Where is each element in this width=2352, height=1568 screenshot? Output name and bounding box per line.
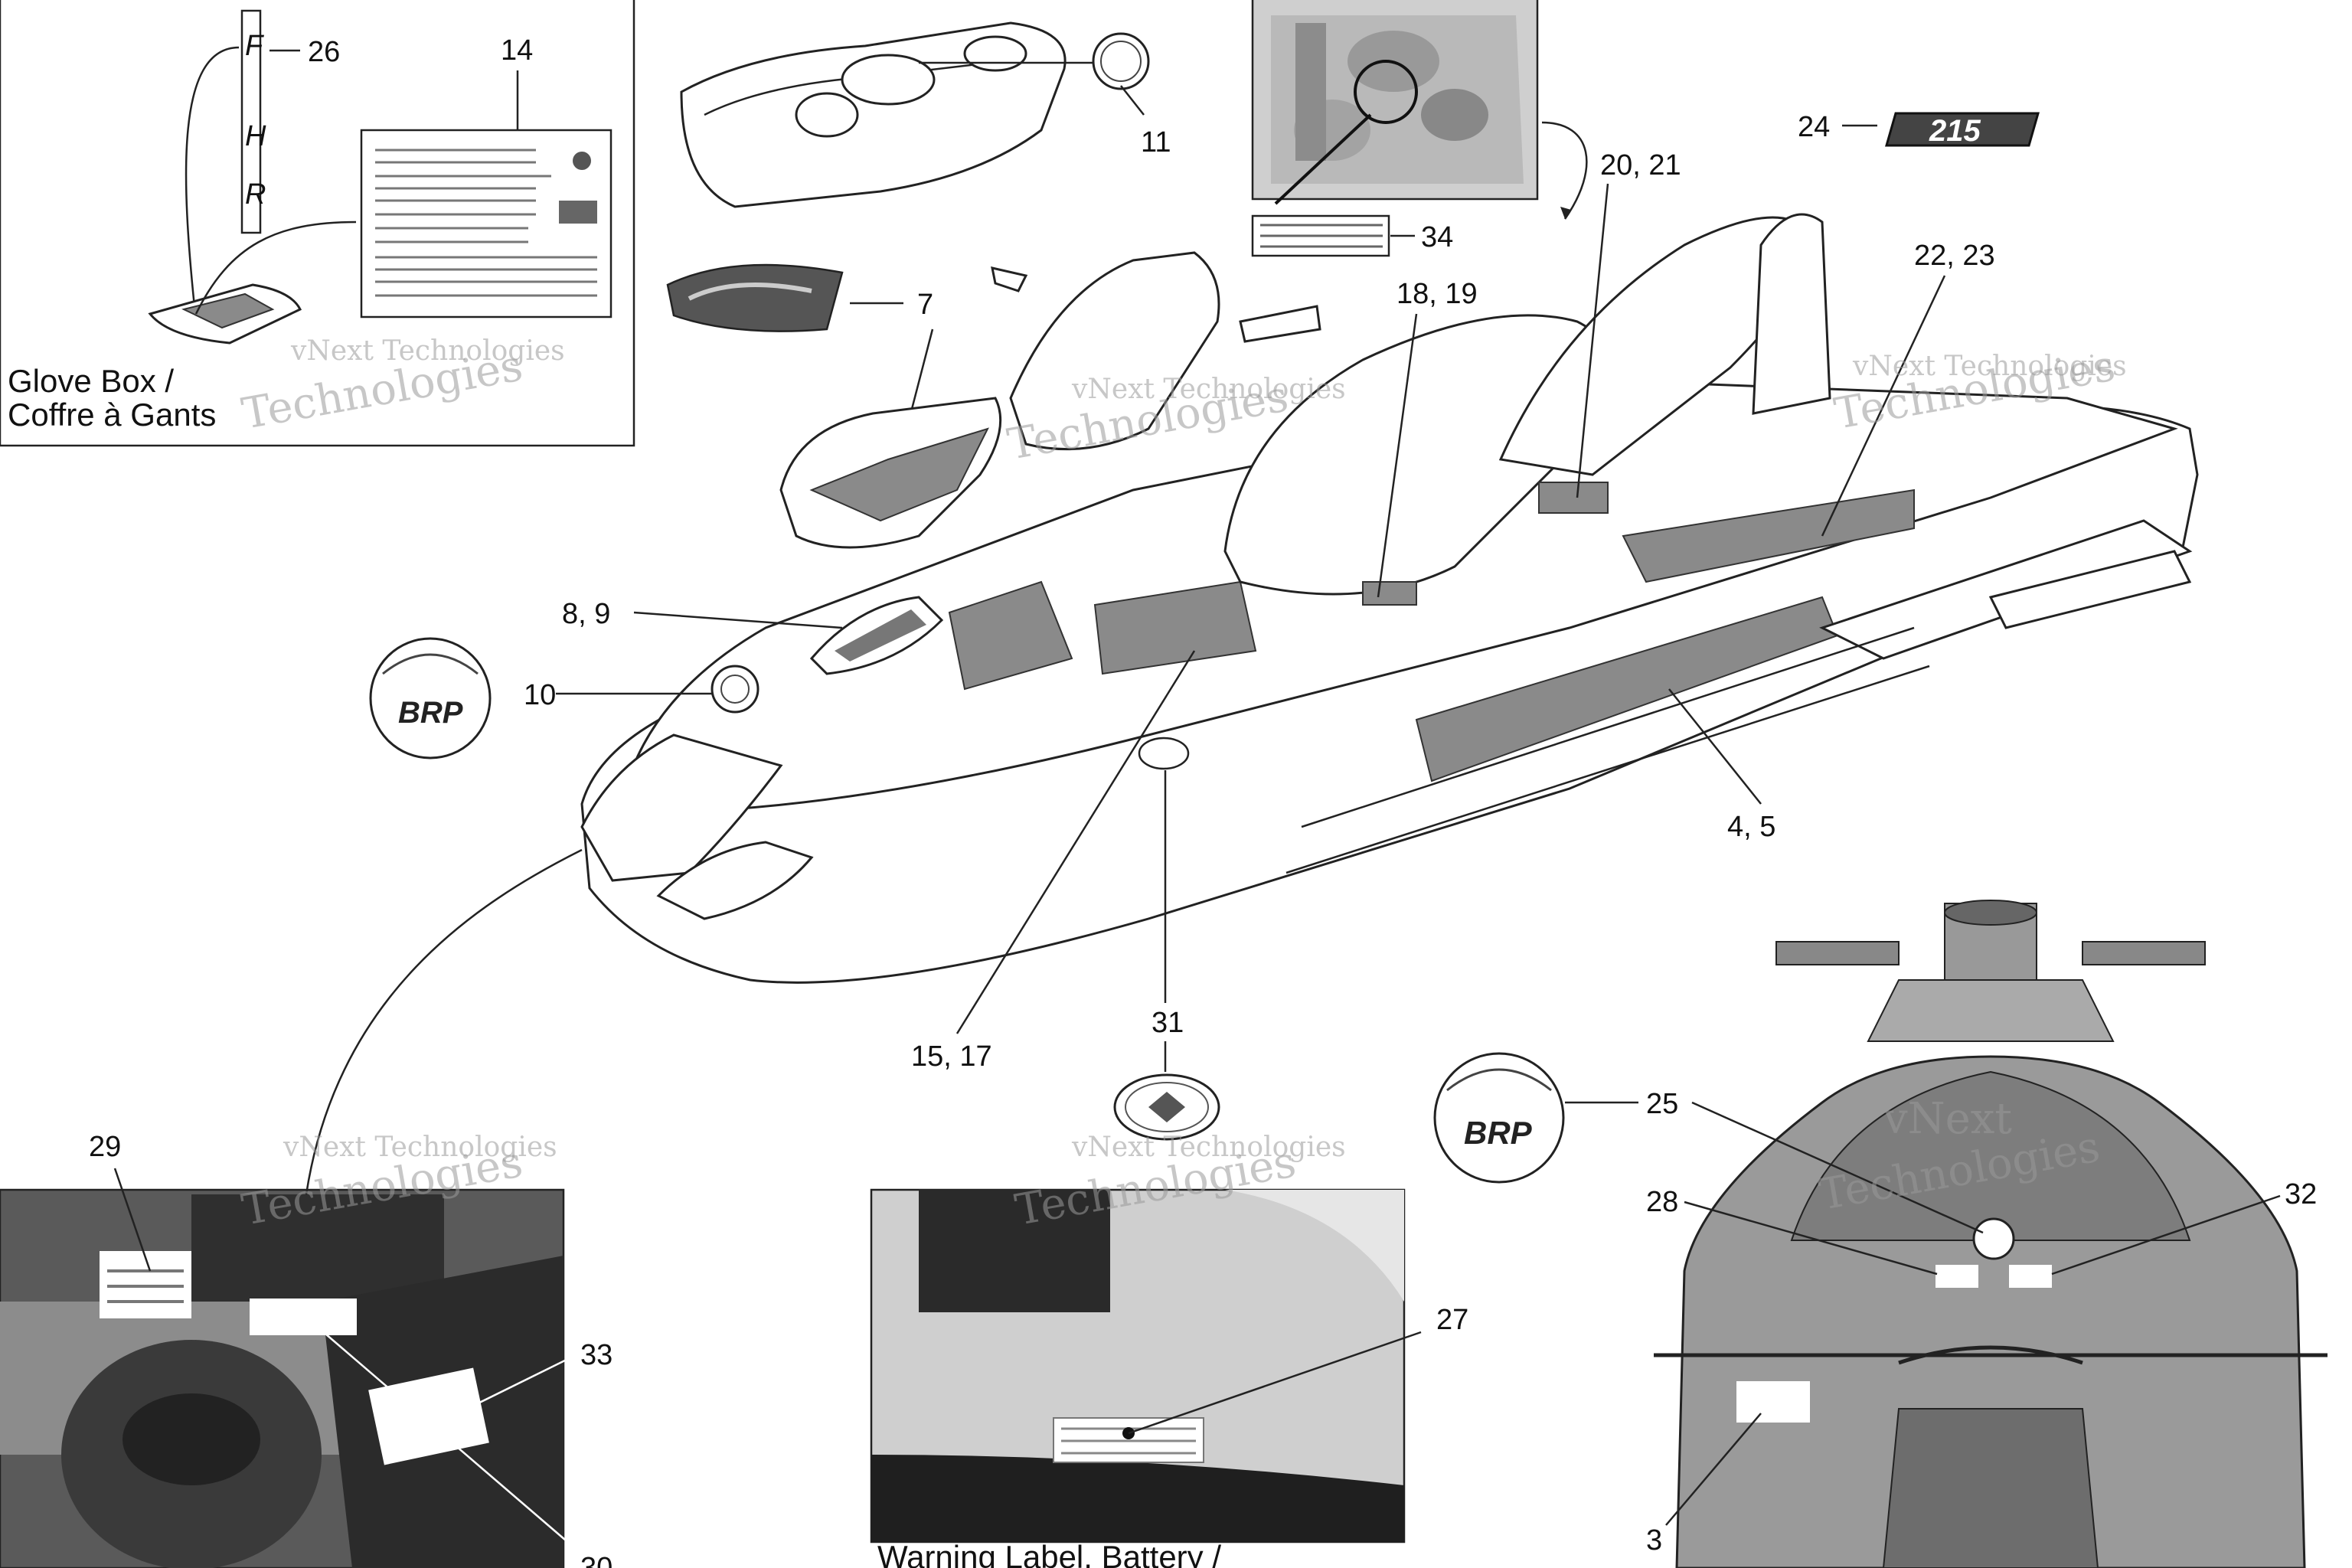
callout-22-23: 22, 23: [1914, 240, 1995, 272]
main-callouts: 20, 21 18, 19 22, 23 8, 9 10 4, 5 15, 17…: [524, 149, 1995, 1073]
callout-29: 29: [89, 1131, 121, 1163]
watermark-small-1: vNext Technologies: [290, 335, 565, 367]
brp-text-25: BRP: [1464, 1115, 1533, 1151]
callout-24: 24: [1798, 111, 1830, 143]
battery-photo-inset: 27 Warning Label, Battery /: [870, 1188, 1468, 1568]
brp-badge-10: BRP: [369, 637, 492, 760]
glove-box-inset: F H R 26 14 Glove Box / Coffre à Gants: [0, 0, 635, 447]
model-number-text: 215: [1929, 114, 1981, 148]
callout-27: 27: [1436, 1304, 1468, 1336]
callout-8-9: 8, 9: [562, 598, 610, 630]
watermark-small-2: vNext Technologies: [1071, 374, 1346, 405]
brp-text-10: BRP: [398, 696, 463, 730]
gauge-r-mark: R: [245, 178, 266, 211]
callout-20-21: 20, 21: [1600, 149, 1681, 181]
callout-7: 7: [917, 289, 933, 321]
glove-box-caption-1: Glove Box /: [8, 363, 174, 399]
watercraft-main: [580, 213, 2199, 984]
gauge-f-mark: F: [245, 30, 264, 62]
callout-28: 28: [1646, 1186, 1678, 1218]
callout-3: 3: [1646, 1524, 1662, 1557]
callout-11: 11: [1141, 126, 1171, 158]
gauge-h-mark: H: [245, 120, 266, 152]
seat-top-view: 11: [680, 21, 1171, 208]
model-decal-24: 24 215: [1798, 111, 2040, 148]
watermark-small-5: vNext Technologies: [1071, 1132, 1346, 1163]
callout-31: 31: [1152, 1007, 1184, 1039]
callout-33: 33: [580, 1339, 612, 1371]
callout-15-17: 15, 17: [911, 1040, 992, 1073]
callout-4-5: 4, 5: [1727, 811, 1775, 843]
callout-34: 34: [1421, 221, 1453, 253]
watermark-vnext-6: vNext: [1883, 1094, 2012, 1144]
callout-18-19: 18, 19: [1396, 278, 1478, 310]
engine-bay-inset: 34: [1251, 0, 1588, 257]
brp-badge-25: BRP 25: [1433, 1052, 1678, 1184]
storage-photo-inset: 29 33 30: [0, 848, 612, 1568]
emblem-31: [1113, 1073, 1220, 1141]
glove-box-caption-2: Coffre à Gants: [8, 397, 216, 433]
rear-view: 28 32 3: [1646, 900, 2328, 1568]
callout-25: 25: [1646, 1088, 1678, 1120]
callout-32: 32: [2285, 1178, 2317, 1210]
watermark-small-4: vNext Technologies: [283, 1132, 557, 1163]
callout-30: 30: [580, 1552, 612, 1568]
side-decal-7: 7: [666, 263, 934, 413]
callout-26: 26: [308, 36, 340, 68]
watermark-small-3: vNext Technologies: [1852, 351, 2127, 382]
fuel-gauge-decal: [240, 9, 262, 234]
callout-10: 10: [524, 679, 556, 711]
callout-14: 14: [501, 34, 533, 67]
battery-caption: Warning Label, Battery /: [877, 1539, 1221, 1568]
